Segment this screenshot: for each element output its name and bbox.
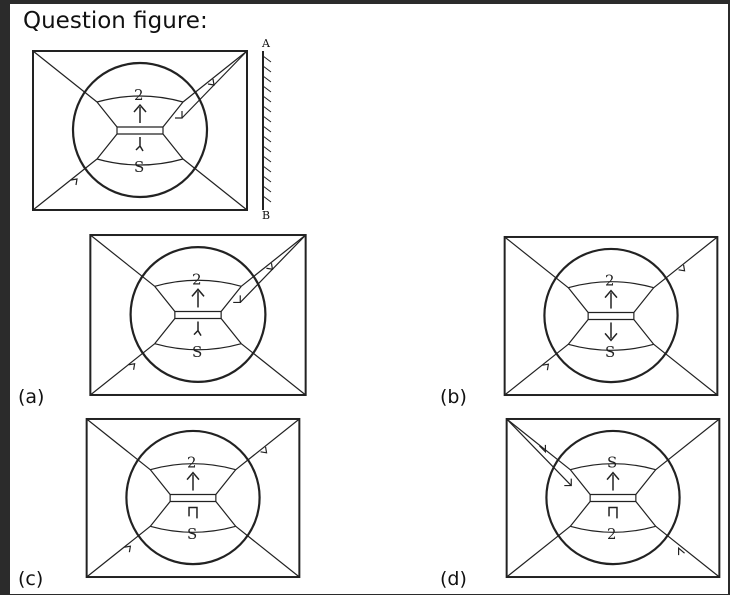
option-b-label: (b) <box>440 386 467 408</box>
question-canvas: Question figure: 2 S <box>10 4 728 594</box>
svg-text:2: 2 <box>605 272 614 290</box>
svg-text:S: S <box>134 158 144 176</box>
option-c-label: (c) <box>18 568 44 590</box>
figure-drawing: 2 S <box>85 417 301 579</box>
figure-drawing: 2 S <box>89 234 307 396</box>
plane-mirror <box>262 51 272 210</box>
option-b-figure[interactable]: 2 S <box>498 234 724 398</box>
svg-text:2: 2 <box>134 86 144 104</box>
option-d-label: (d) <box>440 568 467 590</box>
figure-drawing: 2 S <box>32 50 248 211</box>
figure-drawing: 2 S <box>503 235 719 397</box>
svg-text:S: S <box>605 343 615 361</box>
svg-text:2: 2 <box>607 525 616 543</box>
svg-text:2: 2 <box>192 270 202 288</box>
svg-text:S: S <box>192 343 202 361</box>
question-figure: 2 S <box>32 50 272 211</box>
figure-drawing: S 2 <box>505 417 721 579</box>
option-a-figure[interactable]: 2 S <box>82 232 314 398</box>
option-c-figure[interactable]: 2 S <box>80 416 306 580</box>
mirror-label-bottom: B <box>262 209 271 222</box>
svg-text:S: S <box>187 525 197 543</box>
svg-text:2: 2 <box>187 454 196 472</box>
option-a-label: (a) <box>18 386 45 408</box>
question-title: Question figure: <box>23 8 208 34</box>
svg-text:S: S <box>607 454 617 472</box>
mirror-label-top: A <box>262 37 270 50</box>
option-d-figure[interactable]: S 2 <box>500 416 726 580</box>
